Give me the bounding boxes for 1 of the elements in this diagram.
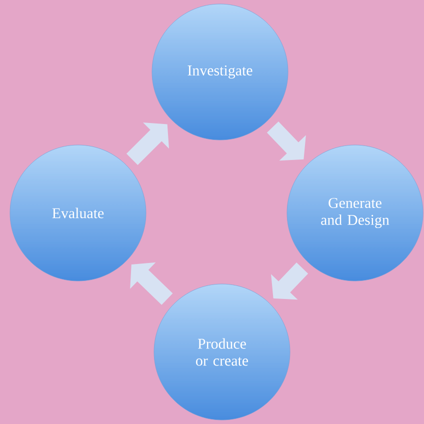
block-arrow xyxy=(126,122,169,165)
